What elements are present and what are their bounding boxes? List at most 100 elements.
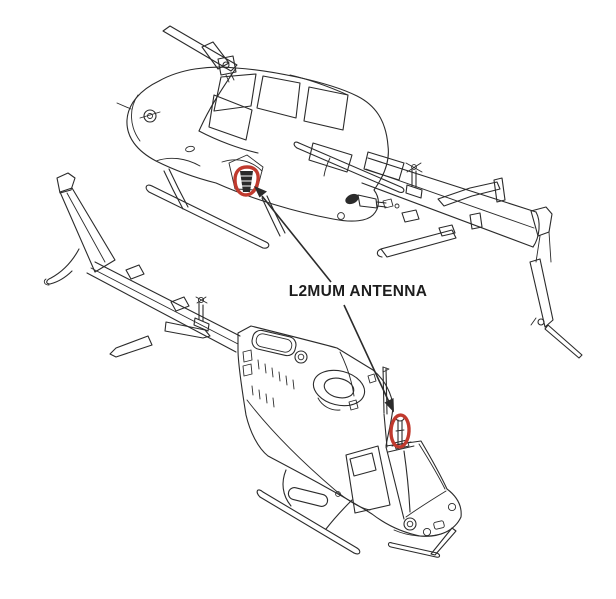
stabilizer-left <box>380 229 457 258</box>
landing-light <box>406 520 414 528</box>
tail-rotor <box>529 206 583 359</box>
top-deck <box>251 329 377 411</box>
landing-skids <box>256 469 441 558</box>
antenna-highlight-bottom <box>389 413 411 449</box>
skid-tube <box>148 185 267 249</box>
filler-cap <box>294 350 308 364</box>
nose-seam <box>131 94 141 142</box>
chin-blade <box>430 527 457 556</box>
fin-body <box>59 187 116 273</box>
fin-cap <box>56 172 76 194</box>
door-window <box>208 94 253 141</box>
stabilizer-right <box>437 181 501 207</box>
skid-cap <box>262 241 270 249</box>
top-helicopter-illustration <box>116 25 583 359</box>
bottom-helicopter-illustration <box>43 172 462 558</box>
main-rotor-blade <box>162 25 238 72</box>
filler-cap <box>297 353 305 361</box>
deck-fitting <box>367 373 377 384</box>
windshield-lower-edge <box>198 130 259 154</box>
skid-cap <box>398 186 405 193</box>
landing-light <box>143 109 157 123</box>
fuselage <box>126 66 389 222</box>
fin-seam <box>66 192 106 263</box>
fuselage <box>237 325 462 537</box>
arrowhead-icon <box>384 398 394 413</box>
skid-tip <box>256 489 264 498</box>
boom-box <box>125 264 145 280</box>
roof-seam <box>289 74 349 96</box>
boom-fitting <box>382 198 394 209</box>
side-window <box>363 151 405 181</box>
antenna-support-mast <box>382 366 388 448</box>
stabilizer-near <box>109 335 153 358</box>
callout-arrow-to-top-antenna <box>261 195 332 283</box>
windshield-left-frame <box>385 446 405 520</box>
stabilizer-tip <box>376 248 383 258</box>
l2mum-antenna-top <box>228 154 264 197</box>
callout-label: L2MUM ANTENNA <box>289 283 428 300</box>
boom-ridge <box>365 168 535 229</box>
side-panels <box>242 349 391 514</box>
tail-rotor-blade <box>544 324 583 359</box>
windshield-nose <box>385 443 457 556</box>
horizontal-stabilizer <box>109 321 211 358</box>
vent-port <box>337 212 345 220</box>
vent-slots <box>251 385 275 408</box>
tail-fin-top <box>530 206 553 237</box>
skid-cap <box>353 547 361 555</box>
rotor-hub <box>217 55 237 76</box>
deck-fitting <box>348 399 359 411</box>
stabilizer-endplate <box>493 177 506 203</box>
boom-ridge <box>90 267 239 345</box>
roof-hatch-inner <box>255 333 293 353</box>
windshield-edge <box>418 443 446 490</box>
tail-rotor-hub <box>530 317 537 326</box>
boom-antenna-mount <box>193 302 210 332</box>
skid-crosstube <box>325 499 353 530</box>
exhaust-port <box>345 193 359 205</box>
boom-antenna <box>195 296 208 304</box>
boom-box <box>170 296 190 312</box>
landing-light <box>422 527 432 537</box>
stabilizer-far <box>164 321 211 339</box>
boom-box <box>469 212 483 230</box>
tail-fin <box>535 231 552 263</box>
antenna-support-tip <box>382 366 390 373</box>
skid-crosstube <box>323 157 331 177</box>
roof-window <box>303 86 349 131</box>
step-fairing <box>287 487 329 507</box>
rotor-mast-opening <box>312 369 366 407</box>
boom-tube <box>361 157 537 248</box>
skid-tube <box>259 491 358 554</box>
antenna-highlight-top <box>233 165 260 197</box>
roof-hatch <box>251 329 297 357</box>
callout-arrow-to-bottom-antenna <box>343 304 390 403</box>
chin-seam <box>155 157 201 167</box>
tail-rotor-hub <box>537 318 545 326</box>
boom-tube <box>86 261 241 353</box>
windshield-pillar <box>198 67 237 132</box>
skid-tube-far <box>296 142 402 193</box>
landing-skids <box>145 141 405 249</box>
belly-seam <box>221 159 263 172</box>
skid-tube-far <box>390 542 438 558</box>
boom-box <box>401 209 420 223</box>
tail-skid-foot <box>43 278 50 286</box>
side-hatch <box>242 363 253 377</box>
deck-seam <box>339 351 355 397</box>
boom-antenna <box>405 162 423 173</box>
door-latch <box>335 491 341 497</box>
side-hatch <box>242 349 253 363</box>
belly-vent <box>185 145 195 153</box>
rotor-hub <box>222 61 230 69</box>
side-seam <box>246 399 371 511</box>
mast-fairing <box>317 397 341 411</box>
skid-cap <box>435 552 441 558</box>
boom-antenna <box>197 296 205 304</box>
boom-antenna <box>411 164 417 170</box>
boom-end <box>532 211 540 248</box>
skid-crosstube <box>282 469 292 507</box>
nose-seam <box>393 529 445 537</box>
vertical-tail-fin <box>43 172 116 286</box>
